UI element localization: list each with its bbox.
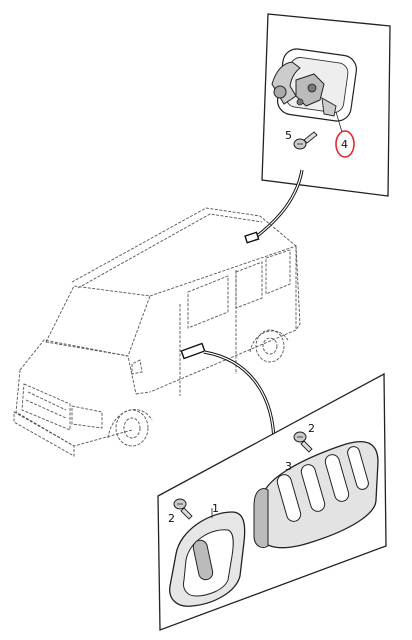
latch-bolt-a [307,83,317,93]
latch-pivot [273,85,287,99]
top-detail-panel: 5 4 [261,13,391,197]
screw-5-icon [293,131,318,150]
leader-line-4 [335,111,343,133]
leader-van-to-bottom [203,350,276,453]
inner-handle-part-1 [169,508,246,607]
screw-2-top-icon [293,431,313,453]
van-rear-handle-marker [244,231,260,244]
callout-4-highlight [335,130,355,158]
callout-1: 1 [212,502,219,515]
callout-4: 4 [341,138,348,151]
callout-2-left: 2 [168,512,175,525]
van-illustration [13,207,301,457]
callout-5: 5 [285,129,292,142]
latch-bolt-b [296,98,304,106]
handle-housing-part-3 [253,441,379,549]
latch-arm [321,97,337,117]
screw-2-left-icon [173,498,193,520]
callout-3: 3 [285,460,292,473]
callout-2-top: 2 [308,422,315,435]
rear-door-latch-assembly [271,48,358,133]
bottom-detail-panel: 2 3 2 1 [157,372,387,631]
van-side-handle-marker [180,342,206,360]
